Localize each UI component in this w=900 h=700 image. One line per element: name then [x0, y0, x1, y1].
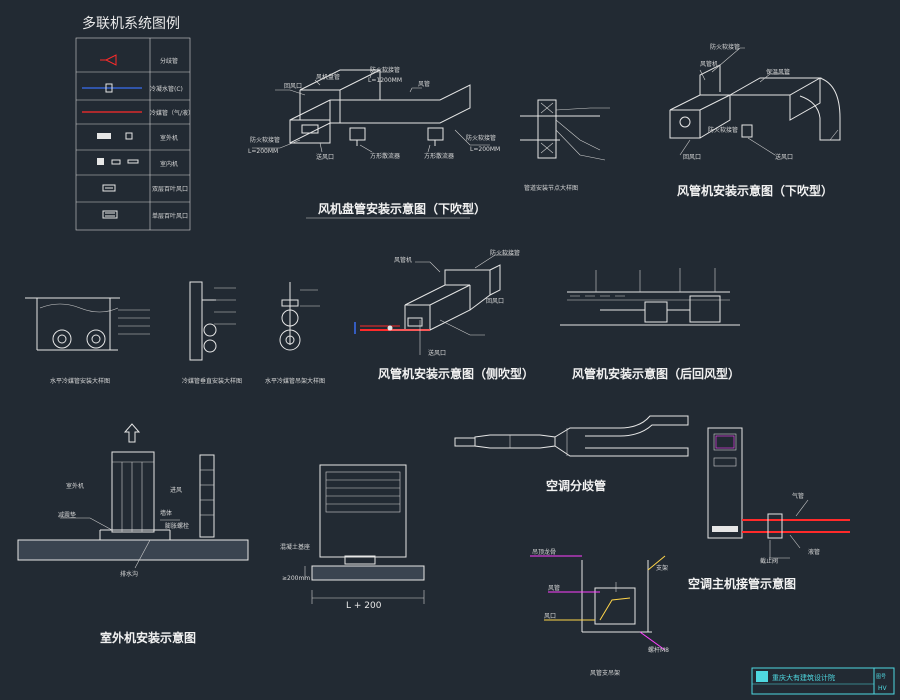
outdoor-label-bolt: 膨胀螺栓 [165, 522, 189, 530]
duct-side-title: 风管机安装示意图（侧吹型） [378, 366, 534, 381]
vent-label-a: 吊顶龙骨 [532, 548, 556, 556]
horiz-support-title: 水平冷媒管安装大样图 [50, 377, 110, 385]
vent-detail-title: 风管支吊架 [590, 669, 620, 677]
host-pipe-label-valve: 截止阀 [760, 557, 778, 565]
duct-down-label-fire: 防火软接管 [710, 43, 740, 51]
outdoor-front-dim-height: ≥200mm [282, 575, 310, 582]
up-arrow-icon [123, 423, 141, 443]
legend-label-branch: 分歧管 [160, 57, 178, 65]
fcu-label-fcu: 风机盘管 [316, 73, 340, 81]
duct-down-label-return: 回风口 [683, 154, 701, 161]
duct-side-diagram: 防火软接管 风管机 回风口 送风口 风管机安装示意图（侧吹型） [354, 249, 534, 381]
branch-symbol-icon [100, 54, 117, 66]
fcu-label-l200-left: L=200MM [248, 148, 278, 155]
duct-down-diagram: 防火软接管 风管机 保温风管 防火软接管 回风口 送风口 风管机安装示意图（下吹… [669, 43, 841, 198]
host-pipe-title: 空调主机接管示意图 [688, 576, 796, 591]
duct-side-label-fire: 防火软接管 [490, 249, 520, 257]
legend-panel: 多联机系统图例 [75, 15, 194, 231]
fcu-label-l1200: L=1200MM [368, 77, 402, 84]
duct-back-title: 风管机安装示意图（后回风型） [572, 366, 740, 381]
duct-side-label-return: 回风口 [486, 298, 504, 305]
outdoor-front-label: 混凝土基座 [280, 543, 310, 551]
fcu-label-supply: 送风口 [316, 153, 334, 161]
horiz-detail-diagram: 水平冷媒管吊架大样图 [265, 282, 325, 385]
duct-down-label-fire2: 防火软接管 [708, 126, 738, 134]
duct-down-title: 风管机安装示意图（下吹型） [677, 183, 833, 198]
legend-title: 多联机系统图例 [82, 15, 180, 32]
title-block-right-bot: HV [878, 685, 888, 692]
duct-back-diagram: 风管机安装示意图（后回风型） [560, 268, 740, 381]
duct-section-title: 管道安装节点大样图 [524, 184, 578, 192]
legend-label-single-louver: 单层百叶风口 [152, 212, 188, 220]
title-block: 重庆大有建筑设计院 图号 HV [751, 667, 895, 695]
outdoor-label-wall: 墙体 [160, 509, 172, 517]
legend-label-indoor: 室内机 [160, 160, 178, 168]
single-louver-icon [102, 210, 118, 219]
fcu-label-l200-right: L=200MM [470, 146, 500, 153]
fcu-label-diffuser: 方形散流器 [370, 152, 400, 160]
fcu-label-duct: 风管 [418, 80, 430, 88]
duct-down-label-duct: 保温风管 [766, 68, 790, 76]
duct-down-label-fcu: 风管机 [700, 60, 718, 68]
host-pipe-label-gas: 气管 [792, 492, 804, 500]
vent-detail-diagram: 吊顶龙骨 风管 风口 支架 螺杆M8 风管支吊架 [530, 548, 669, 677]
duct-side-label-fcu: 风管机 [394, 256, 412, 264]
vent-label-b: 风管 [548, 584, 560, 592]
fcu-label-fire-right: 防火软接管 [466, 134, 496, 142]
outdoor-unit-icon [97, 132, 133, 140]
outdoor-unit-diagram: 室外机 减震垫 墙体 进风 膨胀螺栓 排水沟 室外机安装示意图 [17, 423, 249, 645]
outdoor-label-unit: 室外机 [66, 482, 84, 490]
outdoor-label-drain: 排水沟 [120, 570, 138, 578]
outdoor-label-shock: 减震垫 [58, 511, 76, 519]
title-block-right-top: 图号 [876, 674, 886, 680]
outdoor-unit-title: 室外机安装示意图 [100, 630, 196, 645]
host-pipe-diagram: 气管 液管 截止阀 空调主机接管示意图 [688, 427, 850, 591]
title-block-company: 重庆大有建筑设计院 [772, 673, 835, 682]
fcu-label-fire-left: 防火软接管 [250, 136, 280, 144]
fcu-down-diagram: 回风口 风机盘管 防火软接管 L=1200MM 风管 防火软接管 L=200MM… [248, 66, 500, 219]
branch-pipe-diagram: 空调分歧管 [454, 415, 689, 493]
fcu-label-fire: 防火软接管 [370, 66, 400, 74]
indoor-unit-icon [97, 158, 139, 165]
legend-label-double-louver: 双层百叶风口 [152, 185, 188, 193]
fcu-label-return: 回风口 [284, 83, 302, 90]
double-louver-icon [102, 184, 116, 192]
duct-side-label-supply: 送风口 [428, 349, 446, 357]
fcu-label-diffuser2: 方形散流器 [424, 152, 454, 160]
outdoor-front-dim-bottom: L + 200 [346, 601, 382, 611]
horiz-support-diagram: 水平冷媒管安装大样图 [25, 297, 150, 385]
horiz-detail-title: 水平冷媒管吊架大样图 [265, 377, 325, 385]
legend-label-refrigerant: 冷媒管（气/液） [150, 109, 194, 117]
legend-label-outdoor: 室外机 [160, 134, 178, 142]
vent-label-c: 风口 [544, 613, 556, 620]
vert-support-diagram: 冷媒管垂直安装大样图 [182, 281, 242, 385]
branch-pipe-title: 空调分歧管 [546, 478, 606, 493]
duct-down-label-supply: 送风口 [775, 153, 793, 161]
fcu-down-title: 风机盘管安装示意图（下吹型） [318, 201, 486, 216]
vent-label-d: 支架 [656, 564, 668, 572]
vent-label-e: 螺杆M8 [648, 646, 669, 654]
condensate-pipe-icon [82, 83, 142, 93]
legend-label-condensate: 冷凝水管(C) [150, 85, 183, 93]
outdoor-label-inlet: 进风 [170, 486, 182, 494]
duct-section-diagram: 管道安装节点大样图 [520, 99, 610, 192]
vert-support-title: 冷媒管垂直安装大样图 [182, 377, 242, 385]
host-pipe-label-liquid: 液管 [808, 548, 820, 556]
outdoor-front-diagram: L + 200 ≥200mm 混凝土基座 [280, 464, 425, 611]
